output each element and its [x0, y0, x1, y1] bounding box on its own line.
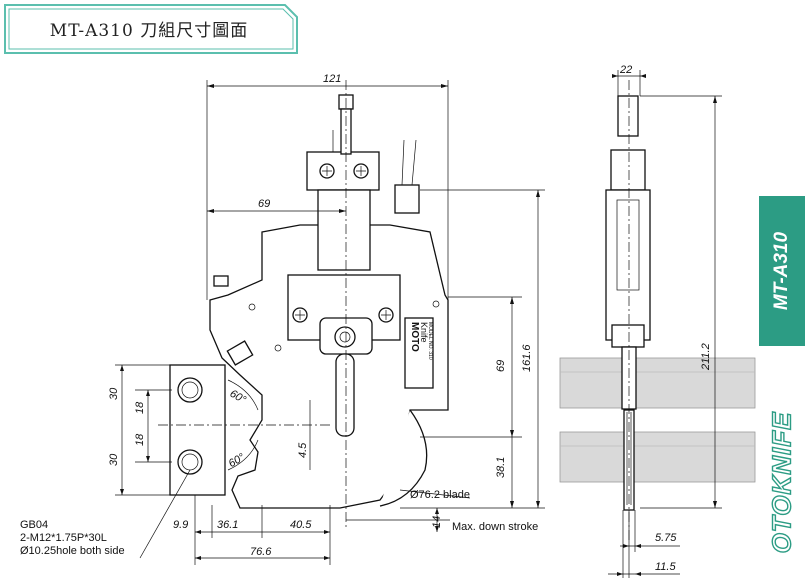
mount-hole-upper: [177, 377, 203, 403]
side-knob: [213, 275, 229, 287]
front-view: MOTO Knife MODEL NO. 310: [158, 80, 449, 530]
front-dimensions: 121 69 161.6 69 38.1 14 Max. down stroke…: [20, 73, 545, 565]
dim-left-upper: 30: [108, 387, 120, 400]
dim-side-height: 211.2: [700, 343, 712, 371]
model-tab: [759, 196, 805, 346]
dim-height-low: 38.1: [495, 457, 507, 478]
note-gb-line2: 2-M12*1.75P*30L: [20, 532, 107, 544]
dim-small-gap: 4.5: [297, 442, 309, 458]
dim-height-mid: 69: [495, 360, 507, 372]
side-view: 22 211.2 5.75 11.5: [559, 64, 756, 578]
note-gb-line3: Ø10.25hole both side: [20, 545, 125, 557]
side-clamp: [610, 149, 646, 191]
plate-line3: MODEL NO. 310: [427, 322, 433, 360]
small-hole-b: [274, 344, 282, 352]
dim-angle-lower: 60°: [227, 451, 248, 470]
model-tab-label-wrap: MT-A310: [759, 196, 805, 346]
side-foot: [611, 324, 645, 348]
label-plate: [404, 317, 434, 389]
dim-stroke: 14: [431, 516, 443, 528]
dim-pitch-upper: 18: [134, 401, 146, 414]
note-gb-line1: GB04: [20, 519, 48, 531]
dim-angle-upper: 60°: [228, 388, 249, 407]
dim-overall-width: 121: [323, 73, 341, 85]
pivot-nut: [334, 326, 356, 348]
drawing-title: MT-A310 刀組尺寸圖面: [49, 20, 249, 41]
dim-side-thk-b: 11.5: [655, 561, 676, 573]
title-frame: MT-A310 刀組尺寸圖面: [3, 3, 299, 55]
note-blade: Ø76.2 blade: [410, 489, 470, 501]
dim-base-c: 40.5: [290, 519, 312, 531]
model-tab-label: MT-A310: [771, 231, 793, 311]
dim-pitch-lower: 18: [134, 433, 146, 446]
dim-half-width: 69: [258, 198, 270, 210]
mount-hole-lower: [177, 449, 203, 475]
note-stroke: Max. down stroke: [452, 521, 538, 533]
side-top: [617, 95, 639, 137]
dim-side-thk-a: 5.75: [655, 532, 677, 544]
label-plate-text: MOTO Knife MODEL NO. 310: [409, 322, 433, 360]
plate-line2: Knife: [419, 322, 429, 343]
guide-slot: [335, 353, 355, 437]
slide-column: [317, 189, 371, 271]
rail-lower: [559, 431, 756, 483]
dim-base-total: 76.6: [250, 546, 272, 558]
title-frame-border: [4, 4, 298, 54]
brand-tab-label-wrap: OTOKNIFE: [759, 380, 805, 584]
clamp-tab: [226, 340, 254, 366]
dim-side-width: 22: [619, 64, 632, 76]
brand-tab: [759, 350, 805, 584]
brand-tab-label: OTOKNIFE: [766, 410, 797, 553]
blade-outline: [379, 409, 428, 507]
plate-line1: MOTO: [409, 322, 420, 352]
air-fitting: [394, 184, 420, 214]
dim-base-a: 9.9: [173, 519, 188, 531]
dim-base-b: 36.1: [217, 519, 238, 531]
small-hole-a: [248, 303, 256, 311]
side-slot: [616, 199, 640, 291]
small-hole-c: [432, 300, 440, 308]
dim-left-lower: 30: [108, 453, 120, 466]
mount-hole-upper-inner: [181, 381, 199, 399]
rail-upper: [559, 357, 756, 409]
side-body: [605, 189, 651, 341]
dim-height-total: 161.6: [521, 344, 533, 372]
